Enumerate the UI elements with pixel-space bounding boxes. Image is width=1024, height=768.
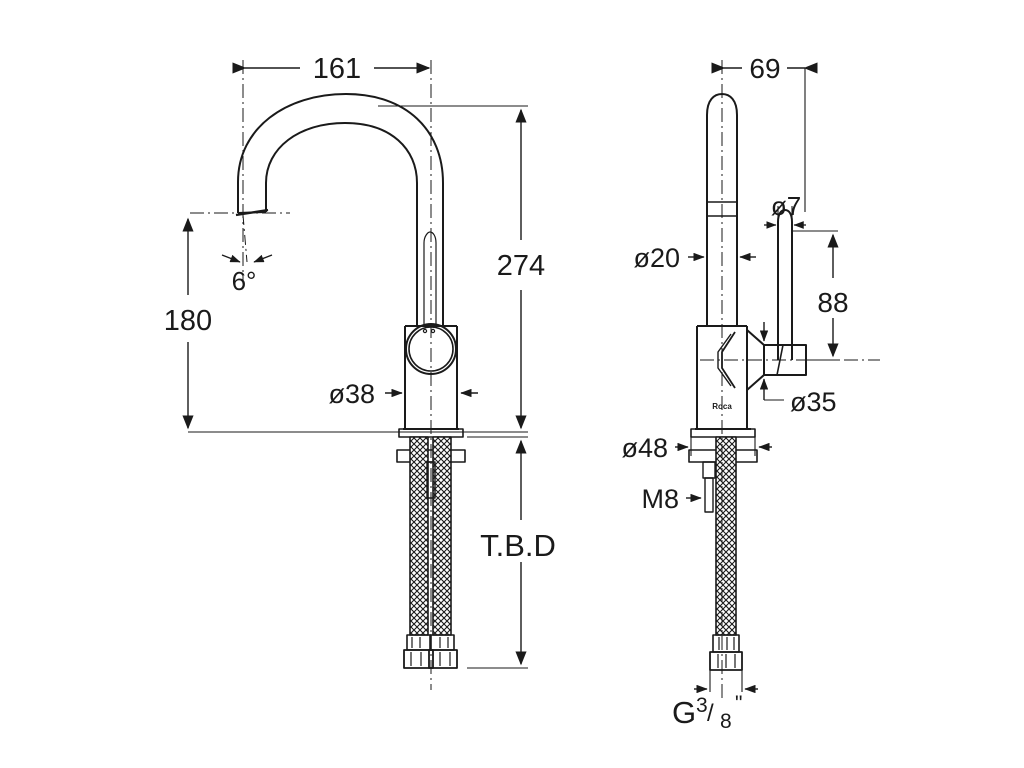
dimension-d7 <box>764 206 806 229</box>
front-centrelines <box>190 60 432 690</box>
dimension-6-degrees <box>221 214 273 263</box>
supply-thread-prefix: G <box>672 695 696 730</box>
dimension-88 <box>792 230 839 361</box>
supply-thread-slash: / <box>707 700 714 727</box>
mixer-body <box>404 325 458 429</box>
dimension-d38-label: ø38 <box>328 379 375 409</box>
dimension-d20-label: ø20 <box>633 243 680 273</box>
dimension-d48-label: ø48 <box>621 433 668 463</box>
side-centrelines <box>700 60 880 700</box>
dimension-274 <box>378 105 528 433</box>
front-elevation-view <box>190 60 466 690</box>
dimension-tbd <box>467 436 528 669</box>
dimension-d48 <box>675 437 772 456</box>
dimension-180 <box>182 217 400 433</box>
dimension-m8-label: M8 <box>641 484 679 514</box>
dimension-d7-label: ø7 <box>771 191 801 221</box>
dimension-161-label: 161 <box>313 53 361 85</box>
fixing-stud-side <box>702 461 716 513</box>
dimension-d35 <box>759 322 784 401</box>
dimension-180-label: 180 <box>164 305 212 337</box>
dimension-88-label: 88 <box>817 287 848 318</box>
spout-inner-bore <box>423 231 437 325</box>
dimension-6-degrees-label: 6° <box>232 266 257 296</box>
dimension-tbd-label: T.B.D <box>480 528 556 563</box>
mixer-body-side <box>696 325 748 429</box>
dimension-g-three-eighths <box>694 670 758 694</box>
dimension-69 <box>711 62 818 212</box>
braided-hose-side <box>709 436 743 671</box>
dimension-274-label: 274 <box>497 250 545 282</box>
supply-thread-numerator: 3 <box>696 694 708 717</box>
supply-thread-denominator: 8 <box>720 710 732 733</box>
supply-thread-suffix: " <box>735 692 742 715</box>
dimension-69-label: 69 <box>749 53 780 84</box>
dimension-d35-label: ø35 <box>790 387 837 417</box>
braided-hoses-front <box>403 436 458 669</box>
supply-thread-label: G 3 / 8 " <box>672 692 742 733</box>
